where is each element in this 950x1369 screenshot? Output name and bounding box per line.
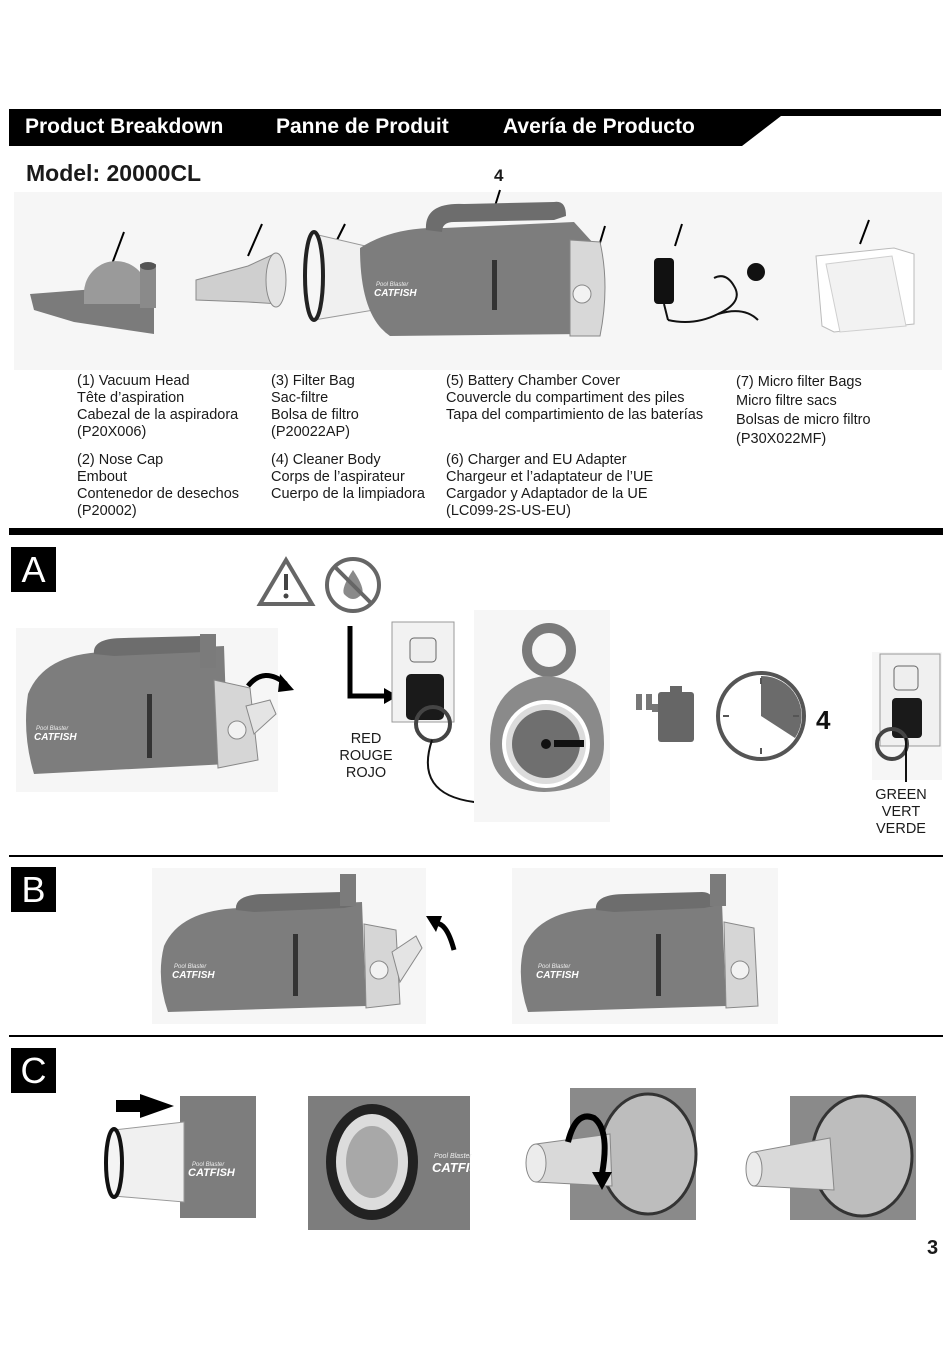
svg-text:CATFISH: CATFISH <box>34 732 77 743</box>
charge-hours-label: 4 <box>816 705 831 735</box>
svg-text:Pool Blaster: Pool Blaster <box>538 964 571 970</box>
svg-text:Pool Blaster: Pool Blaster <box>376 282 409 288</box>
svg-text:CATFISH: CATFISH <box>432 1160 488 1175</box>
clock-icon <box>716 671 806 761</box>
svg-text:Pool Blaster: Pool Blaster <box>36 726 69 732</box>
section-a-illustration: Pool Blaster CATFISH <box>16 556 942 822</box>
svg-text:Pool Blaster: Pool Blaster <box>192 1162 225 1168</box>
banner-shape <box>9 109 941 146</box>
divider-b <box>9 1035 943 1037</box>
divider-top <box>9 528 943 535</box>
section-c-label: C <box>11 1048 56 1093</box>
outlet-green-photo <box>872 652 942 782</box>
section-b-label: B <box>11 867 56 912</box>
micro-filter-bags-photo <box>815 247 915 333</box>
cleaner-cover-closed-photo: Pool Blaster CATFISH <box>512 868 778 1024</box>
cleaner-body-photo: Pool Blaster CATFISH <box>303 201 606 337</box>
outlet-red-photo <box>347 621 581 804</box>
header-title-es: Avería de Producto <box>503 115 695 138</box>
twist-arrow-icon <box>565 1113 608 1175</box>
header-title-en: Product Breakdown <box>25 115 224 138</box>
section-header-banner: Product Breakdown Panne de Produit Averí… <box>9 109 941 146</box>
battery-icon <box>636 686 694 742</box>
no-water-icon <box>325 557 381 613</box>
section-c-illustration: Pool Blaster CATFISH Pool Blaster CATFIS… <box>104 1088 916 1230</box>
svg-text:CATFISH: CATFISH <box>536 970 579 981</box>
nose-cap-installed-photo <box>745 1094 916 1220</box>
section-b-illustration: Pool Blaster CATFISH Pool Blaster CATFIS… <box>152 868 778 1024</box>
svg-text:CATFISH: CATFISH <box>172 970 215 981</box>
header-title-fr: Panne de Produit <box>276 115 449 138</box>
warning-triangle-icon <box>256 556 316 606</box>
svg-text:Pool Blaster: Pool Blaster <box>174 964 207 970</box>
twist-nose-cap-photo <box>525 1088 698 1220</box>
parts-photo-strip: Pool Blaster CATFISH <box>14 189 942 370</box>
divider-a <box>9 855 943 857</box>
model-title: Model: 20000CL <box>26 160 202 186</box>
charger-photo <box>654 258 765 323</box>
insert-filter-bag-photo: Pool Blaster CATFISH <box>104 1094 256 1218</box>
nose-cap-photo <box>195 252 287 308</box>
cleaner-body-side-photo: Pool Blaster CATFISH <box>16 628 278 792</box>
section-a-label: A <box>11 547 56 592</box>
svg-text:Pool Blaster: Pool Blaster <box>434 1153 472 1160</box>
cleaner-front-photo <box>474 610 610 822</box>
part-number-4: 4 <box>494 166 504 185</box>
page-number: 3 <box>927 1237 939 1259</box>
filter-installed-photo: Pool Blaster CATFISH <box>308 1096 488 1230</box>
svg-text:CATFISH: CATFISH <box>374 288 417 299</box>
svg-text:CATFISH: CATFISH <box>188 1167 236 1179</box>
vacuum-head-photo <box>30 261 156 334</box>
cleaner-cover-open-photo: Pool Blaster CATFISH <box>152 868 426 1024</box>
